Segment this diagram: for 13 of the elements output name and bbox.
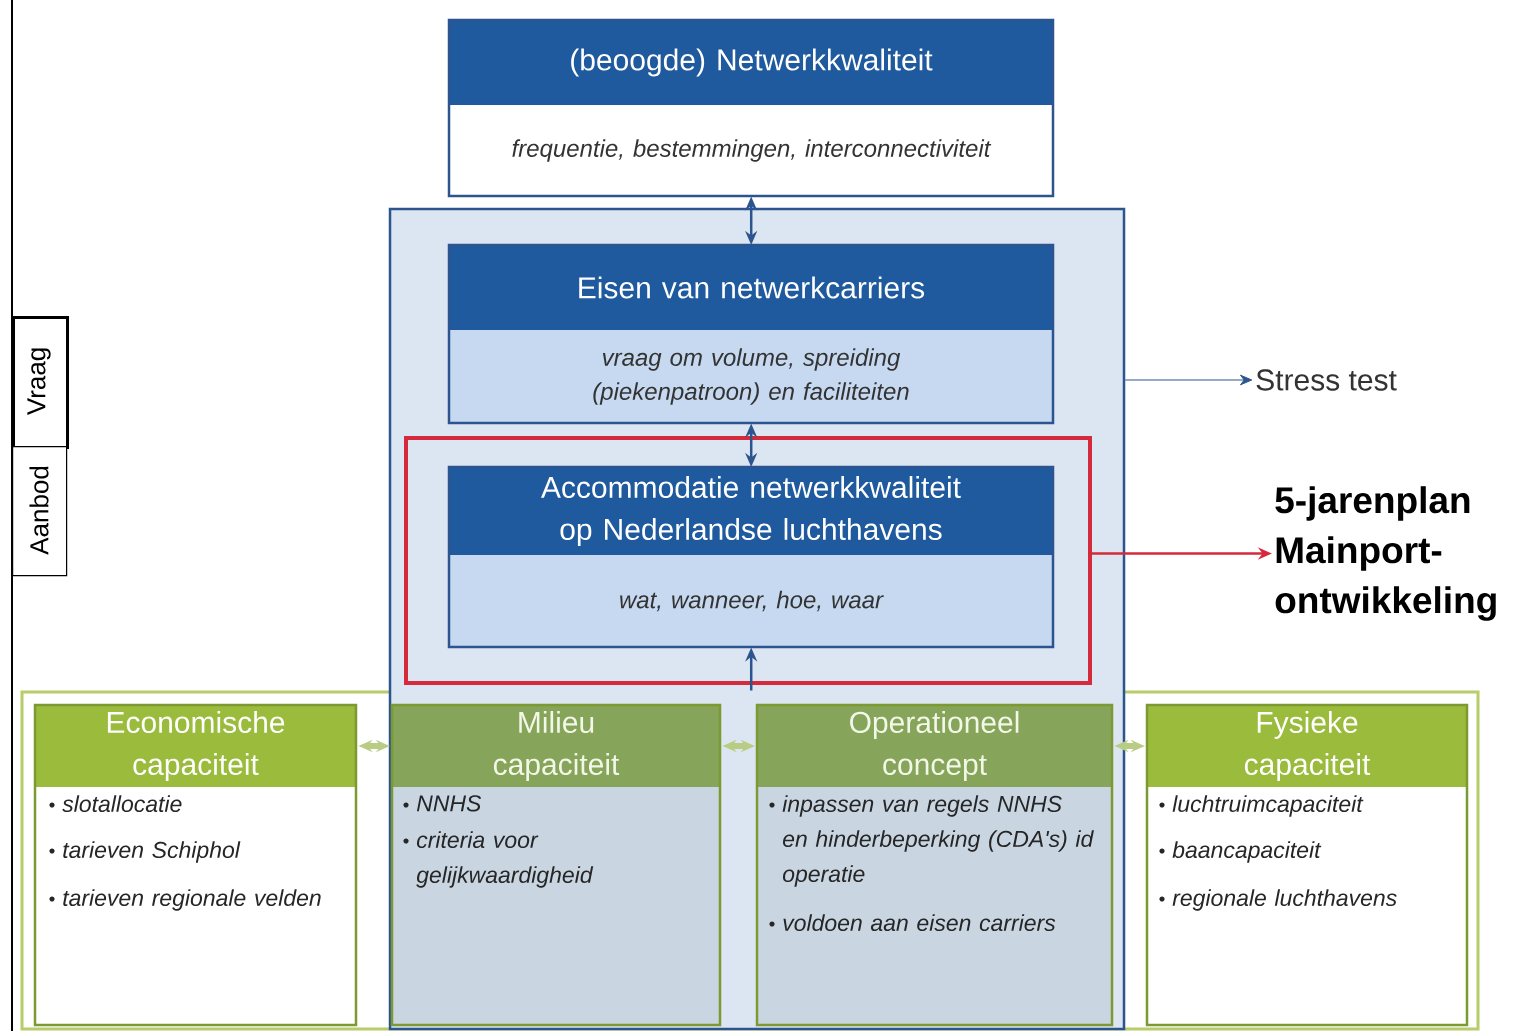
plan-label: 5-jarenplan Mainport-ontwikkeling: [1275, 486, 1496, 621]
concept-box: Operationeel concept inpassen van regels NNHS en hinderbeperking (CDA's) id operatie voldoen aan eisen carriers: [755, 703, 1114, 1027]
capacity-box: Economische capaciteit slotallocatie tarieven Schiphol tarieven regionale velden: [33, 703, 358, 1027]
arrow: [1124, 374, 1253, 386]
accommodation-box: Accommodatie netwerkkwaliteit op Nederlandse luchthavens wat, wanneer, hoe, waar: [447, 465, 1055, 649]
requirements-box: Eisen van netwerkcarriers vraag om volume, spreiding (piekenpatroon) en faciliteiten: [447, 243, 1055, 425]
quality-box: (beoogde) Netwerkkwaliteit frequentie, bestemmingen, interconnectiviteit: [447, 18, 1055, 198]
tab-box: Aanbod: [12, 446, 68, 577]
capacity-box: Fysieke capaciteit luchtruimcapaciteit baancapaciteit regionale luchthavens: [1145, 703, 1469, 1027]
side-label: Stress test: [1256, 369, 1397, 391]
capacity-box: Milieu capaciteit NNHS criteria voor gelijkwaardigheid: [390, 703, 722, 1027]
highlight-frame: [404, 436, 1092, 685]
tab-box: Vraag: [12, 316, 69, 449]
